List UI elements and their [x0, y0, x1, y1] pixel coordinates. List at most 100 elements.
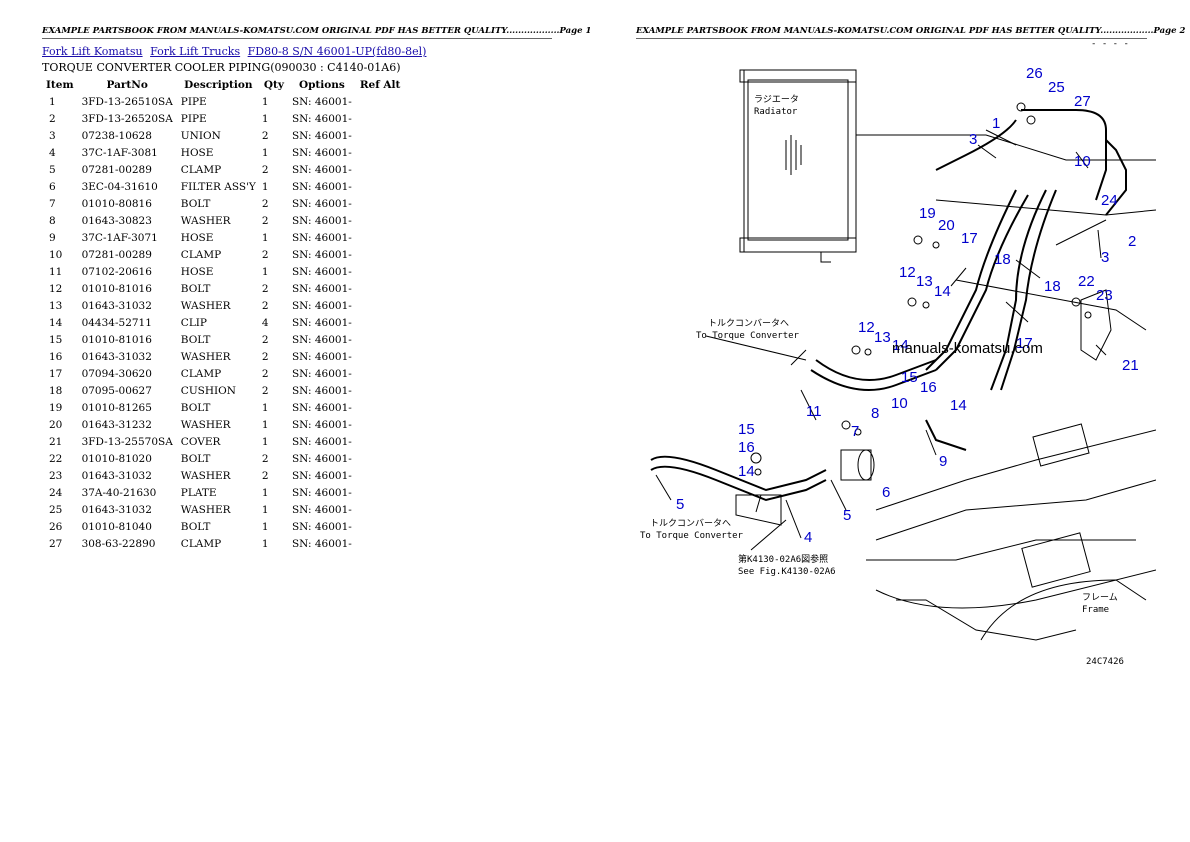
part-number: 3EC-04-31610	[81, 180, 158, 193]
part-ref-alt	[356, 93, 405, 110]
callout-number: 2	[1128, 233, 1136, 250]
part-description: WASHER	[180, 350, 231, 363]
part-ref-alt	[356, 399, 405, 416]
part-qty: 2	[261, 350, 269, 363]
callout-number: 3	[969, 131, 977, 148]
part-ref-alt	[356, 263, 405, 280]
part-description: CLAMP	[180, 163, 222, 176]
part-description: PIPE	[180, 112, 207, 125]
part-ref-alt	[356, 144, 405, 161]
part-options: SN: 46001-	[291, 333, 352, 346]
col-header-description: Description	[184, 79, 253, 91]
part-options: SN: 46001-	[291, 367, 352, 380]
part-options: SN: 46001-	[291, 418, 352, 431]
part-ref-alt	[356, 229, 405, 246]
callout-number: 27	[1074, 93, 1091, 110]
col-header-qty: Qty	[263, 79, 284, 91]
label-to-tc2-en: To Torque Converter	[640, 531, 744, 541]
callout-number: 18	[1044, 278, 1061, 295]
callout-number: 5	[843, 507, 851, 524]
part-description: BOLT	[180, 282, 211, 295]
part-qty: 2	[261, 469, 269, 482]
part-number: 3FD-13-26520SA	[81, 112, 173, 125]
callout-number: 1	[992, 115, 1000, 132]
part-number: 01010-81265	[81, 401, 152, 414]
part-options: SN: 46001-	[291, 214, 352, 227]
label-to-tc-en: To Torque Converter	[696, 331, 800, 341]
part-number: 01010-81016	[81, 333, 152, 346]
part-number: 37C-1AF-3071	[81, 231, 158, 244]
part-number: 308-63-22890	[81, 537, 156, 550]
breadcrumb: Fork Lift Komatsu Fork Lift Trucks FD80-…	[42, 45, 430, 58]
item-number: 24	[49, 486, 63, 499]
item-number: 2	[49, 112, 56, 125]
part-description: CLAMP	[180, 537, 222, 550]
callout-number: 6	[882, 484, 890, 501]
breadcrumb-link-category[interactable]: Fork Lift Trucks	[150, 45, 241, 58]
item-number: 4	[49, 146, 56, 159]
item-number: 15	[49, 333, 63, 346]
breadcrumb-link-model[interactable]: FD80-8 S/N 46001-UP(fd80-8el)	[247, 45, 427, 58]
item-number: 27	[49, 537, 63, 550]
part-options: SN: 46001-	[291, 537, 352, 550]
item-number: 16	[49, 350, 63, 363]
part-description: CLAMP	[180, 367, 222, 380]
item-number: 22	[49, 452, 63, 465]
item-number: 19	[49, 401, 63, 414]
item-number: 23	[49, 469, 63, 482]
part-qty: 1	[261, 265, 269, 278]
callout-number: 10	[891, 395, 908, 412]
label-see-fig-en: See Fig.K4130-02A6	[738, 567, 836, 577]
figure-code: 24C7426	[1086, 657, 1124, 667]
part-description: WASHER	[180, 469, 231, 482]
part-qty: 2	[261, 163, 269, 176]
col-header-ref-alt: Ref Alt	[359, 79, 401, 91]
part-options: SN: 46001-	[291, 248, 352, 261]
part-ref-alt	[356, 212, 405, 229]
col-header-partno: PartNo	[106, 79, 148, 91]
col-header-item: Item	[46, 79, 74, 91]
callout-number: 24	[1101, 192, 1118, 209]
part-ref-alt	[356, 127, 405, 144]
part-ref-alt	[356, 416, 405, 433]
part-description: COVER	[180, 435, 221, 448]
part-qty: 2	[261, 282, 269, 295]
cover-part	[1080, 289, 1112, 361]
item-number: 18	[49, 384, 63, 397]
breadcrumb-link-brand[interactable]: Fork Lift Komatsu	[42, 45, 143, 58]
label-to-tc-jp: トルクコンバータへ	[708, 318, 789, 329]
part-qty: 1	[261, 180, 269, 193]
part-qty: 1	[261, 231, 269, 244]
part-qty: 2	[261, 214, 269, 227]
part-ref-alt	[356, 246, 405, 263]
item-number: 5	[49, 163, 56, 176]
part-description: CUSHION	[180, 384, 236, 397]
callout-number: 8	[871, 405, 879, 422]
part-options: SN: 46001-	[291, 469, 352, 482]
item-number: 25	[49, 503, 63, 516]
part-options: SN: 46001-	[291, 520, 352, 533]
item-number: 13	[49, 299, 63, 312]
part-ref-alt	[356, 484, 405, 501]
part-ref-alt	[356, 331, 405, 348]
callout-number: 13	[874, 329, 891, 346]
part-number: 3FD-13-26510SA	[81, 95, 173, 108]
part-options: SN: 46001-	[291, 435, 352, 448]
part-description: BOLT	[180, 520, 211, 533]
part-options: SN: 46001-	[291, 503, 352, 516]
part-ref-alt	[356, 365, 405, 382]
col-header-options: Options	[298, 79, 345, 91]
